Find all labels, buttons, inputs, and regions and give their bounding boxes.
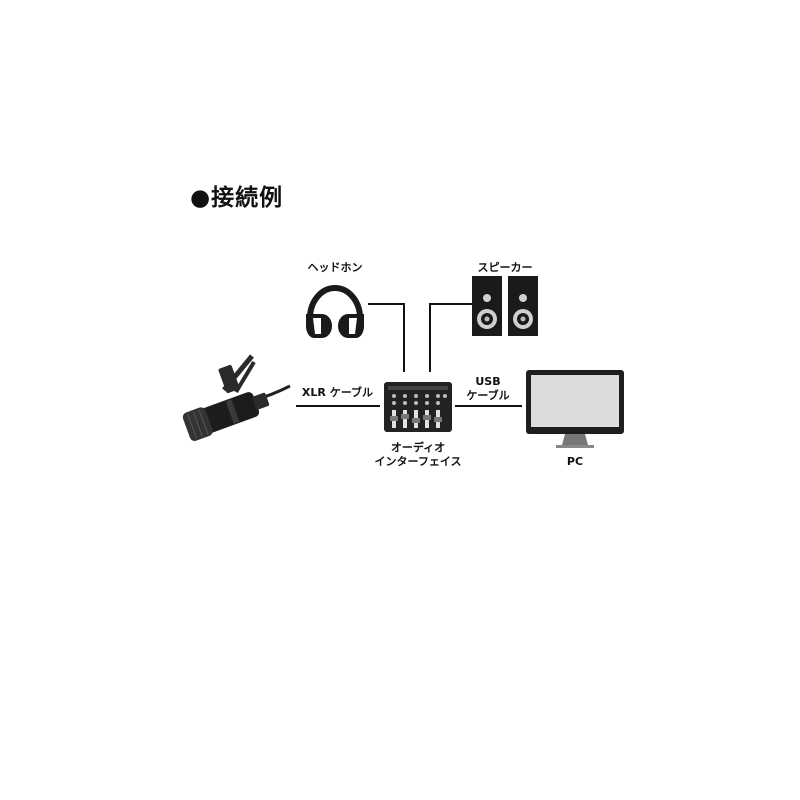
- pc-label: PC: [566, 455, 584, 468]
- interface-label-line1: オーディオ: [390, 441, 446, 454]
- headphone-cable-line: [368, 303, 405, 372]
- headphones-icon: [306, 285, 364, 338]
- usb-cable-label-line1: USB: [475, 375, 501, 388]
- microphone-icon: [182, 354, 291, 441]
- headphones-label: ヘッドホン: [307, 261, 363, 274]
- xlr-cable-label: XLR ケーブル: [301, 386, 374, 399]
- speaker-cable-line: [429, 303, 474, 372]
- speaker-icon: [472, 276, 538, 336]
- monitor-icon: [526, 370, 624, 448]
- page-title: ●接続例: [190, 185, 284, 211]
- speakers-label: スピーカー: [477, 261, 533, 274]
- audio-interface-icon: [384, 382, 452, 432]
- usb-cable-label-line2: ケーブル: [466, 389, 510, 402]
- interface-label-line2: インターフェイス: [374, 455, 462, 468]
